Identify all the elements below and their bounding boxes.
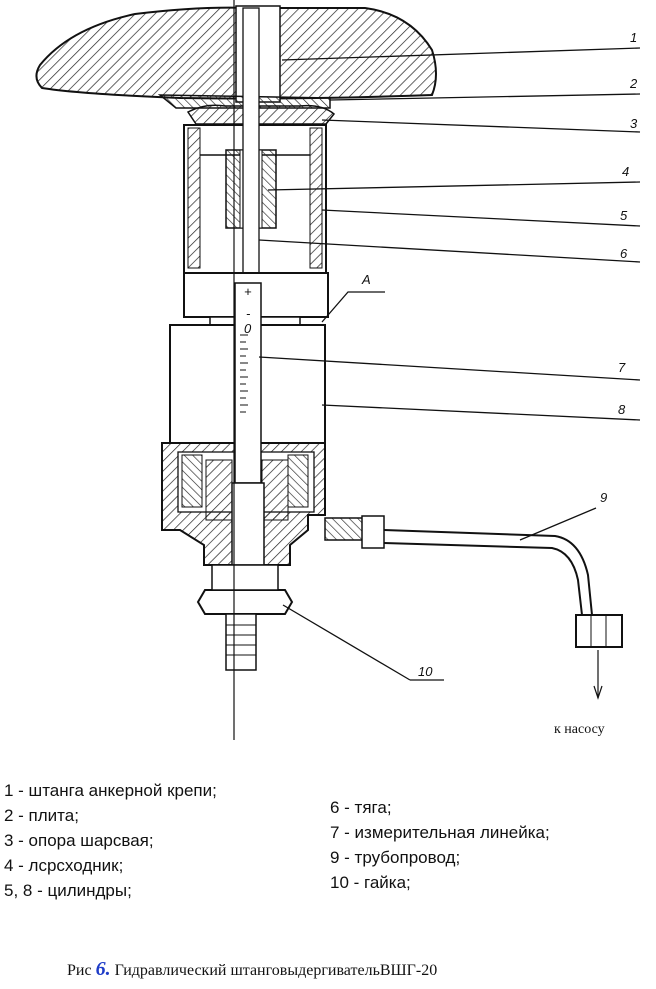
pipeline bbox=[383, 529, 593, 616]
flow-arrow-head bbox=[593, 685, 603, 700]
legend-item: 4 - лсрсходник; bbox=[4, 856, 124, 875]
legend-item: 6 - тяга; bbox=[330, 798, 392, 817]
pipe-end-coupling bbox=[575, 614, 623, 648]
callout-7: 7 bbox=[618, 360, 626, 375]
callout-5: 5 bbox=[620, 208, 628, 223]
pipe-fitting bbox=[324, 517, 366, 541]
scale-zero: 0 bbox=[244, 321, 252, 336]
caption-title: Гидравлический штанговыдергивательВШГ-20 bbox=[114, 962, 438, 979]
legend-item: 9 - трубопровод; bbox=[330, 848, 461, 867]
caption-prefix: Рис bbox=[67, 962, 92, 979]
legend-left: 1 - штанга анкерной крепи; 2 - плита; 3 … bbox=[4, 778, 217, 903]
legend-item: 10 - гайка; bbox=[330, 873, 411, 892]
legend-item: 5, 8 - цилиндры; bbox=[4, 881, 132, 900]
nut bbox=[196, 589, 294, 615]
callout-9: 9 bbox=[600, 490, 607, 505]
callout-1: 1 bbox=[630, 30, 637, 45]
legend-item: 1 - штанга анкерной крепи; bbox=[4, 781, 217, 800]
figure-number: 6. bbox=[95, 958, 111, 980]
pull-rod bbox=[242, 7, 260, 289]
bolt-end bbox=[225, 613, 257, 671]
figure-caption: Рис 6. Гидравлический штанговыдергивател… bbox=[67, 958, 437, 981]
callout-4: 4 bbox=[622, 164, 629, 179]
callout-6: 6 bbox=[620, 246, 628, 261]
callout-3: 3 bbox=[630, 116, 638, 131]
legend-item: 7 - измерительная линейка; bbox=[330, 823, 550, 842]
legend-right: 6 - тяга; 7 - измерительная линейка; 9 -… bbox=[330, 795, 550, 895]
hydraulic-puller-drawing: + 0 - 1 2 3 4 5 6 A 7 8 bbox=[35, 0, 641, 740]
ball-support bbox=[186, 104, 336, 125]
callout-A: A bbox=[361, 272, 371, 287]
scale-minus: - bbox=[246, 306, 251, 321]
pump-note: к насосу bbox=[554, 722, 605, 737]
legend-item: 3 - опора шарсвая; bbox=[4, 831, 154, 850]
scale-plus: + bbox=[244, 284, 252, 299]
measuring-ruler bbox=[234, 282, 262, 484]
legend-item: 2 - плита; bbox=[4, 806, 79, 825]
leader-lines bbox=[258, 47, 641, 681]
callout-8: 8 bbox=[618, 402, 626, 417]
ruler-ticks bbox=[240, 334, 248, 413]
anchor-bolt-lower bbox=[231, 482, 265, 566]
callout-2: 2 bbox=[629, 76, 638, 91]
callout-10: 10 bbox=[418, 664, 433, 679]
